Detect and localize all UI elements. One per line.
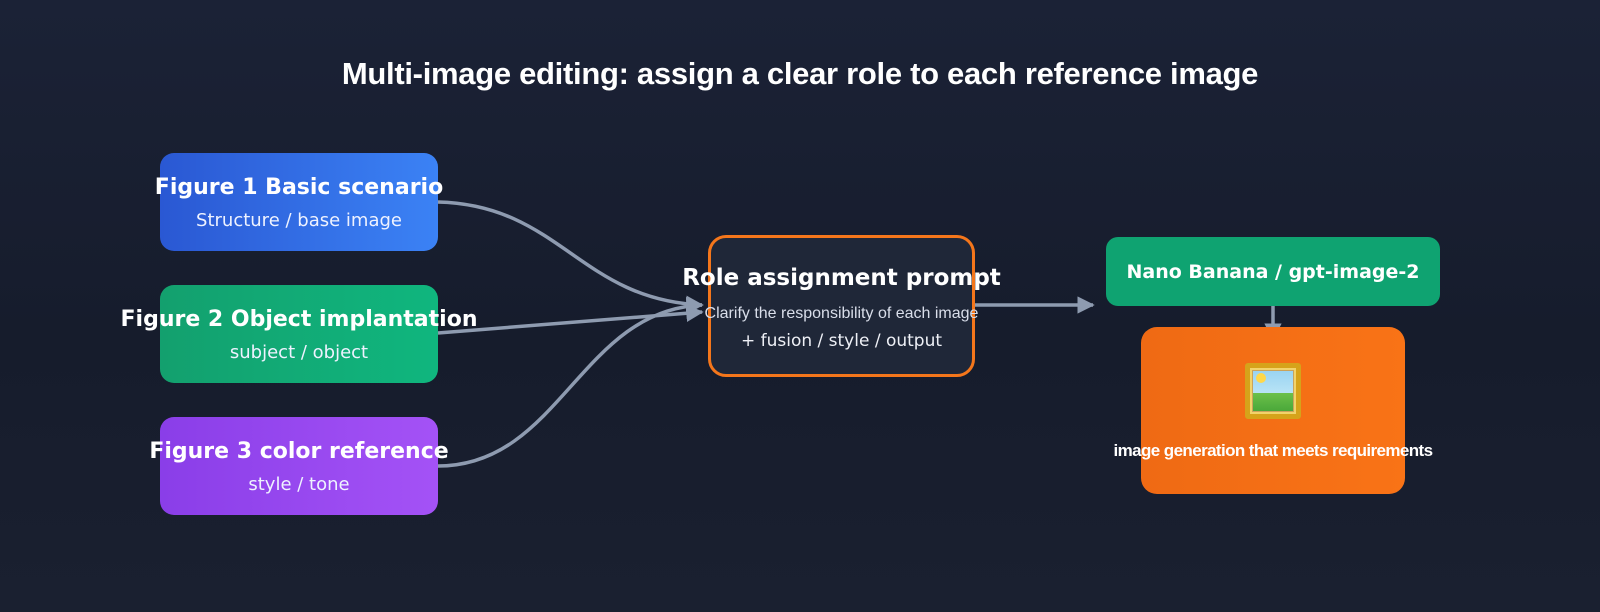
figure-1-label: Figure 1 Basic scenario bbox=[154, 175, 444, 200]
prompt-title: Role assignment prompt bbox=[682, 265, 1001, 291]
diagram-title: Multi-image editing: assign a clear role… bbox=[341, 56, 1259, 91]
prompt-line-1: Clarify the responsibility of each image bbox=[704, 305, 979, 322]
model-label: Nano Banana / gpt-image-2 bbox=[1126, 260, 1420, 283]
output-node: image generation that meets requirements bbox=[1114, 327, 1433, 494]
figure-3-sublabel: style / tone bbox=[248, 474, 350, 495]
connector-fig3-to-prompt bbox=[437, 296, 704, 468]
prompt-line-2: + fusion / style / output bbox=[740, 331, 943, 351]
figure-2-sublabel: subject / object bbox=[229, 342, 369, 363]
framed-picture-icon bbox=[1245, 362, 1301, 419]
connector-fig1-to-prompt bbox=[437, 200, 704, 314]
figure-1-sublabel: Structure / base image bbox=[196, 210, 402, 231]
output-label: image generation that meets requirements bbox=[1113, 440, 1434, 460]
figure-3-node: Figure 3 color reference style / tone bbox=[149, 417, 449, 515]
figure-3-label: Figure 3 color reference bbox=[149, 439, 449, 464]
role-assignment-prompt-node: Role assignment prompt Clarify the respo… bbox=[682, 235, 1001, 377]
connector-fig2-to-prompt bbox=[437, 304, 704, 335]
figure-2-label: Figure 2 Object implantation bbox=[120, 307, 478, 332]
figure-2-node: Figure 2 Object implantation subject / o… bbox=[121, 285, 477, 383]
figure-1-node: Figure 1 Basic scenario Structure / base… bbox=[155, 153, 443, 251]
model-node: Nano Banana / gpt-image-2 bbox=[1106, 237, 1440, 306]
